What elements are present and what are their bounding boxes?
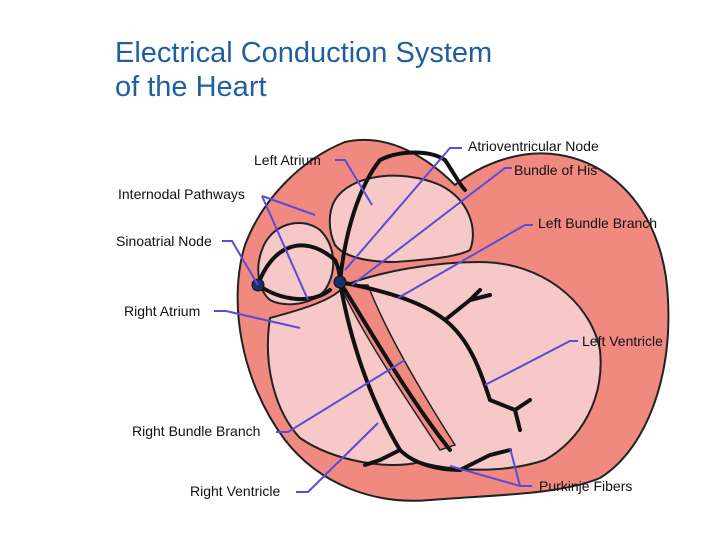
label-left-bundle-branch: Left Bundle Branch bbox=[538, 215, 658, 231]
label-purkinje-fibers: Purkinje Fibers bbox=[539, 478, 633, 494]
right-atrium-chamber bbox=[257, 221, 335, 306]
label-right-bundle-branch: Right Bundle Branch bbox=[132, 423, 261, 439]
label-right-atrium: Right Atrium bbox=[124, 303, 201, 319]
label-internodal-pathways: Internodal Pathways bbox=[118, 186, 245, 202]
conduction-fibers bbox=[256, 150, 532, 472]
label-sinoatrial-node: Sinoatrial Node bbox=[116, 233, 212, 249]
leader-lines bbox=[214, 147, 578, 493]
label-bundle-of-his: Bundle of His bbox=[514, 162, 598, 178]
label-left-atrium: Left Atrium bbox=[254, 152, 321, 168]
left-atrium-chamber bbox=[328, 174, 474, 264]
label-av-node: Atrioventricular Node bbox=[468, 138, 599, 154]
atrioventricular-node bbox=[333, 275, 347, 289]
label-left-ventricle: Left Ventricle bbox=[582, 333, 663, 349]
diagram-title: Electrical Conduction System of the Hear… bbox=[115, 37, 493, 103]
label-right-ventricle: Right Ventricle bbox=[190, 483, 281, 499]
